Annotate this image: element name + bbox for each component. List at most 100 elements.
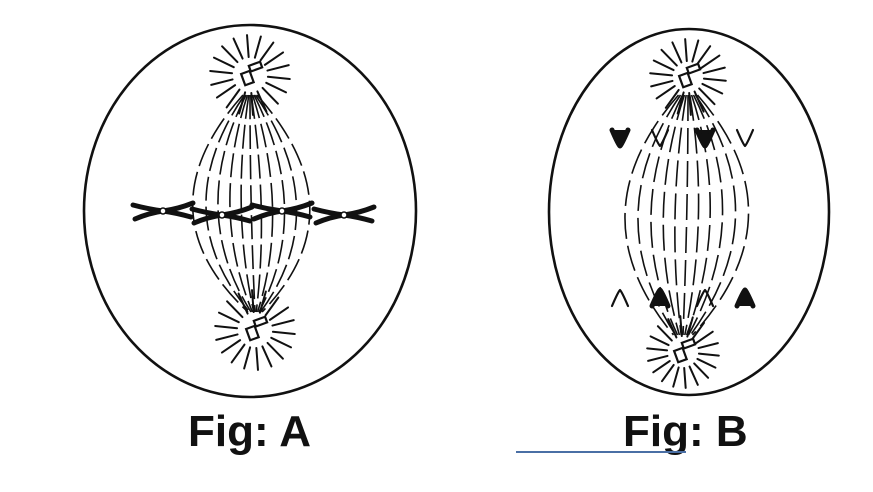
centriole [247,60,264,73]
spindle-fiber [253,94,286,313]
aster-ray [701,82,724,95]
spindle-fiber [240,94,255,313]
figure-b-caption: Fig: B [623,407,748,456]
aster-ray [697,342,719,350]
spindle-fiber [662,94,686,336]
aster-ray [221,45,239,64]
aster-ray [226,300,244,319]
chromosome [249,200,315,222]
aster-ray [660,363,675,383]
aster-ray [271,330,296,335]
aster-ray [655,85,676,100]
aster-ray [243,346,252,370]
spindle-fiber [684,94,700,336]
chromosome [609,127,631,149]
spindle-fibers [624,94,750,336]
spindle-fiber [687,94,724,336]
aster-ray [214,325,239,330]
chromosome [130,200,196,222]
aster-ray [263,51,285,66]
aster-ray [215,84,237,99]
spindle-fiber [251,94,274,313]
aster-ray [271,319,295,327]
aster-ray [696,357,717,369]
figure-a-caption: Fig: A [188,407,311,456]
aster-ray [261,345,273,368]
aster-ray [266,64,290,72]
metaphase-chromosomes [130,200,377,226]
aster-ray [649,335,670,347]
aster-ray [649,72,674,77]
centriole [685,62,702,75]
chromosome [650,128,670,148]
aster-ray [261,86,279,105]
chromosome [649,287,671,309]
spindle-fiber [205,94,251,313]
aster-ray [209,70,234,75]
aster-ray [672,366,680,388]
caption-underline [516,451,686,453]
aster-ray [220,339,242,354]
chromosome [610,288,630,308]
centriole [252,315,269,328]
centriole [677,71,694,89]
aster-ray [688,365,699,386]
spindle-fiber [624,94,680,336]
aster-ray [230,343,246,364]
centriole [244,324,261,342]
aster-ray [217,311,240,324]
aster-ray [664,88,680,109]
aster-ray [700,54,721,69]
aster-ray [210,78,234,86]
aster-ray [691,39,700,63]
aster-ray [652,59,675,72]
aster-ray [698,87,716,106]
aster-ray [246,34,250,59]
chromosome [735,128,755,148]
aster-ray [259,41,275,62]
figure-a-metaphase-cell [82,23,418,399]
aster-ray [695,330,714,344]
aster-ray [656,325,673,342]
spindle-fiber [689,94,737,336]
centriole [672,346,689,364]
centromere [159,207,167,215]
chromosome [189,204,255,226]
aster-ray [212,56,235,69]
aster-ray [225,88,241,109]
centriole [680,337,697,350]
spindle-fiber [191,94,249,313]
aster-ray [232,37,244,60]
aster-ray [683,366,687,389]
aster-ray [652,360,671,374]
chromosome [311,204,377,226]
aster-ray [265,81,288,94]
aster-ray [266,75,291,80]
aster-ray [702,77,727,82]
chromosome [694,127,716,149]
centrosome-top [209,34,291,116]
spindle-fiber [256,94,311,313]
aster-ray [693,362,710,379]
aster-ray [266,341,284,360]
aster-ray [270,336,293,349]
aster-ray [660,48,678,67]
aster-ray [646,347,669,352]
centromere [340,211,348,219]
aster-ray [253,35,262,59]
aster-ray [691,321,706,341]
aster-ray [647,354,669,362]
centrosome-bottom [214,289,296,371]
centromere [218,211,226,219]
aster-ray [696,45,712,66]
spindle-fiber [229,94,254,313]
chromosome [695,288,715,308]
spindle-fiber [674,94,687,336]
anaphase-chromosomes [609,127,756,309]
centromere [278,207,286,215]
figure-b-anaphase-cell [547,27,831,397]
spindle-fiber [217,94,252,313]
spindle-fiber [691,94,750,336]
cell-membrane [547,27,831,397]
